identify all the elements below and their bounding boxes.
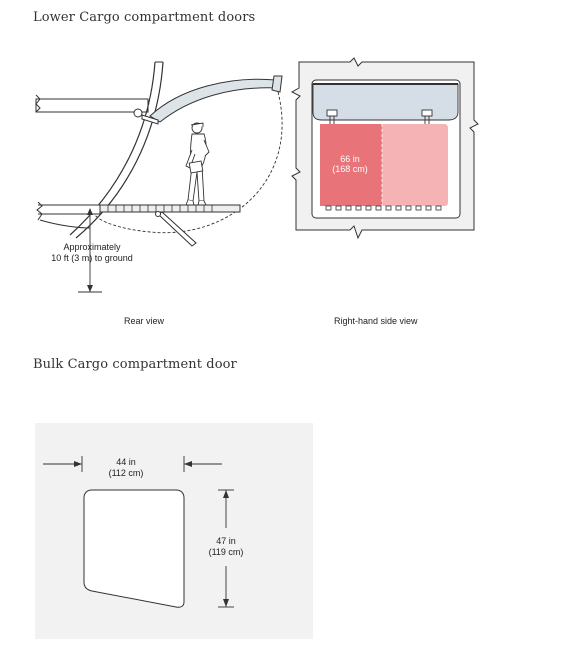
floor-beam — [35, 98, 149, 113]
side-view-diagram: 66 in (168 cm) — [290, 57, 479, 240]
section-title-bulk-cargo: Bulk Cargo compartment door — [33, 357, 237, 372]
rear-view-diagram: Approximately 10 ft (3 m) to ground — [35, 61, 283, 293]
hinge — [133, 108, 143, 118]
fuselage-skin — [69, 61, 156, 236]
door-width-line2: (168 cm) — [332, 164, 368, 174]
cargo-door-dark — [320, 124, 382, 206]
cargo-door-light — [382, 124, 448, 206]
bulk-cargo-door — [83, 489, 185, 608]
bulk-width-line2: (112 cm) — [109, 468, 144, 478]
ground-annotation-line1: Approximately — [63, 242, 121, 252]
bulk-width-line1: 44 in — [116, 457, 136, 467]
bulk-door-diagram: 44 in (112 cm) 47 in (119 cm) — [35, 423, 313, 639]
section-title-lower-cargo: Lower Cargo compartment doors — [33, 10, 256, 25]
door-width-line1: 66 in — [340, 154, 360, 164]
side-view-caption: Right-hand side view — [334, 316, 418, 326]
cargo-door-open — [149, 78, 279, 123]
person-figure — [185, 122, 210, 206]
bulk-height-line1: 47 in — [216, 536, 236, 546]
ground-annotation-line2: 10 ft (3 m) to ground — [51, 253, 133, 263]
rear-view-caption: Rear view — [124, 316, 165, 326]
bulk-height-line2: (119 cm) — [209, 547, 244, 557]
door-swing-arc — [93, 91, 283, 234]
